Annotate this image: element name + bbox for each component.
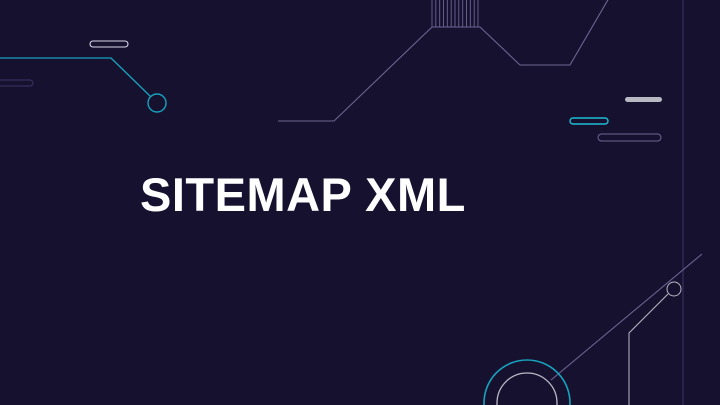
purple-diagonal-lower-right-icon xyxy=(550,253,703,381)
pill-left-edge-purple-icon xyxy=(0,79,34,87)
pill-right-cyan-icon xyxy=(569,117,609,125)
pill-right-gray-icon xyxy=(625,97,662,102)
purple-polyline-center-icon xyxy=(278,0,609,122)
small-circle-lower-right-icon xyxy=(666,281,682,297)
comb-vertical-lines-icon xyxy=(431,0,479,27)
big-circle-cyan-bottom-icon xyxy=(483,359,571,405)
pill-right-purple-icon xyxy=(597,133,662,142)
cyan-polyline-top-left-icon xyxy=(0,57,151,97)
cyan-node-circle-icon xyxy=(147,93,167,113)
purple-elbow-lower-right-icon xyxy=(628,293,669,405)
pill-top-left-white-icon xyxy=(89,40,129,48)
big-circle-white-bottom-icon xyxy=(496,372,558,405)
page-title: SITEMAP XML xyxy=(140,168,466,221)
